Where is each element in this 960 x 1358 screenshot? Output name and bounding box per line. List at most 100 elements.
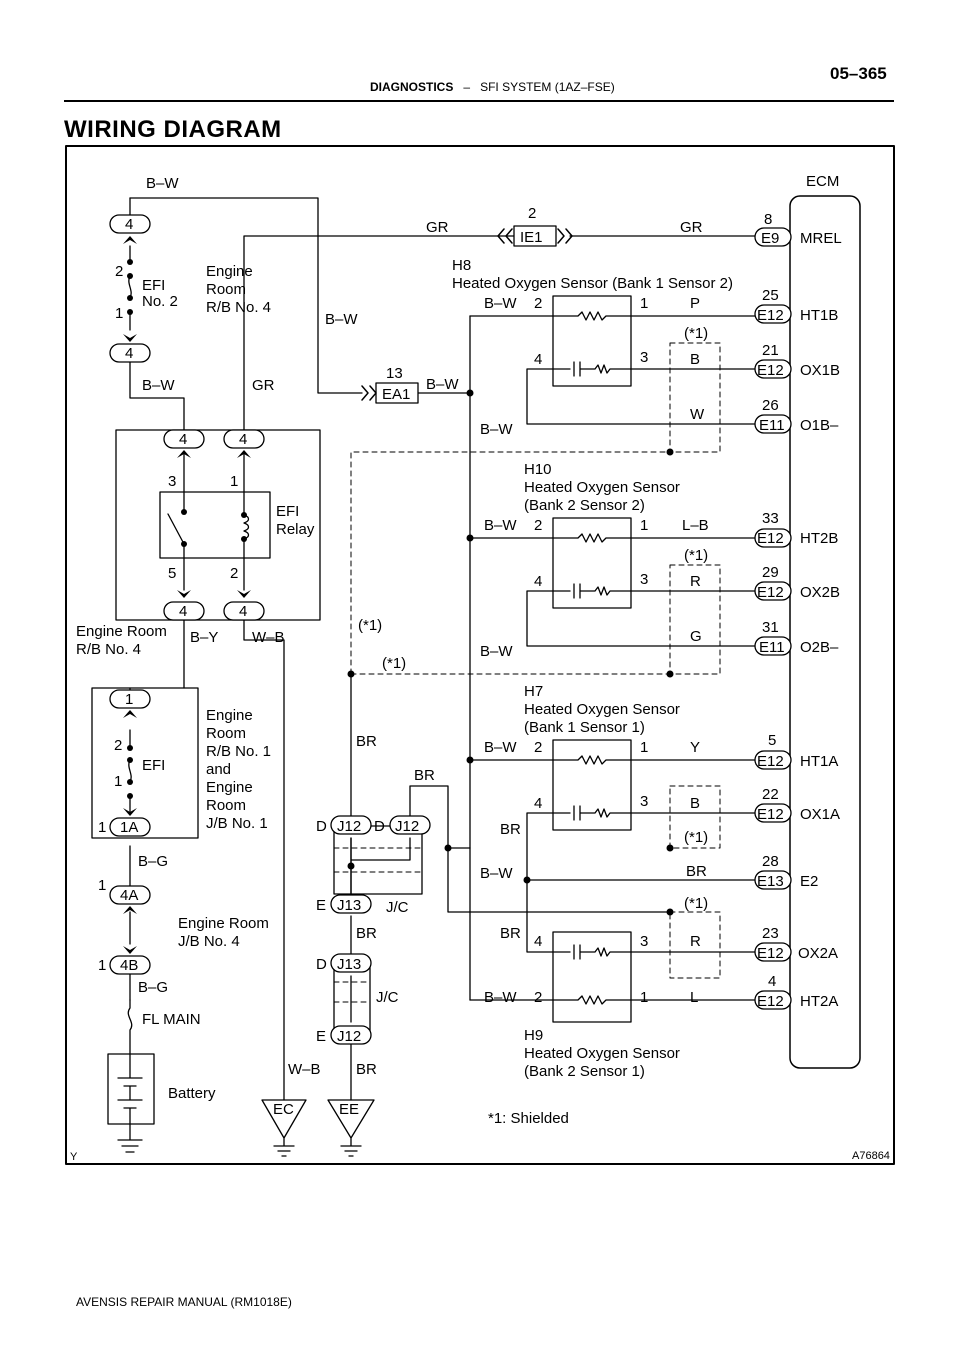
j13-label: J13 — [337, 897, 361, 914]
wire-label: B–W — [484, 295, 517, 312]
pin-d: D — [374, 818, 385, 835]
wire-label: B–W — [426, 376, 459, 393]
wire-label: BR — [356, 1061, 377, 1078]
ecm-pin: 33 — [762, 510, 779, 527]
wire-label: P — [690, 295, 700, 312]
pin-label: 1 — [640, 295, 648, 312]
ecm-connector: E12 — [757, 993, 784, 1010]
wire-label: B–G — [138, 853, 168, 870]
ecm-terminal-name: OX2A — [798, 945, 838, 962]
pin-d: D — [316, 818, 327, 835]
ecm-terminal-name: HT2A — [800, 993, 838, 1010]
wire-label: B–W — [146, 175, 179, 192]
ecm-box — [789, 195, 861, 1069]
ecm-terminal-name: E2 — [800, 873, 818, 890]
ecm-pin: 29 — [762, 564, 779, 581]
ecm-pin: 4 — [768, 973, 776, 990]
shielded-markers: (*1) (*1) (*1) (*1) (*1) (*1) *1: Shield… — [358, 325, 708, 1127]
ecm-connector: E12 — [757, 753, 784, 770]
h9-title1: Heated Oxygen Sensor — [524, 1045, 680, 1062]
pin-label: 2 — [534, 739, 542, 756]
wire-label: BR — [356, 925, 377, 942]
shielded-mark: (*1) — [684, 829, 708, 846]
cap-label: 4 — [239, 603, 247, 620]
rb4-label: Room — [206, 281, 246, 298]
jb4-label: J/B No. 4 — [178, 933, 240, 950]
shielded-mark: (*1) — [684, 895, 708, 912]
ecm-connector: E13 — [757, 873, 784, 890]
jb4-label: Engine Room — [178, 915, 269, 932]
wire-label: BR — [356, 733, 377, 750]
rb1-label: Room — [206, 725, 246, 742]
ecm-terminal-name: O2B– — [800, 639, 839, 656]
pin-label: 2 — [114, 737, 122, 754]
cap-label: 4 — [179, 431, 187, 448]
wire-label: GR — [680, 219, 703, 236]
wire-label: GR — [426, 219, 449, 236]
h8-code: H8 — [452, 257, 471, 274]
h8-title: Heated Oxygen Sensor (Bank 1 Sensor 2) — [452, 275, 733, 292]
pin-d: D — [316, 956, 327, 973]
h9-code: H9 — [524, 1027, 543, 1044]
wire-label: B–W — [480, 643, 513, 660]
header-section-name: DIAGNOSTICS — [370, 80, 454, 94]
wire-label: B — [690, 351, 700, 368]
pin-label: 4 — [534, 573, 542, 590]
pin-label: 1 — [114, 773, 122, 790]
shielded-mark: (*1) — [358, 617, 382, 634]
ecm-connector: E11 — [759, 417, 785, 434]
connector-arrows — [123, 228, 573, 954]
wire-label: B–W — [480, 865, 513, 882]
pin-label: 1 — [98, 957, 106, 974]
wire-label: GR — [252, 377, 275, 394]
jc-label: J/C — [386, 899, 409, 916]
ecm-connector: E12 — [757, 307, 784, 324]
ea1-pin: 13 — [386, 365, 403, 382]
pin-label: 2 — [115, 263, 123, 280]
h10-title1: Heated Oxygen Sensor — [524, 479, 680, 496]
connector-codes: 2 IE1 13 EA1 4 4 4 4 4 4 1 1A 4A 4B 1 1 … — [98, 205, 543, 1118]
wire-label: W–B — [288, 1061, 321, 1078]
pin-label: 2 — [534, 989, 542, 1006]
pin-label: 3 — [168, 473, 176, 490]
rb1-label: and — [206, 761, 231, 778]
wire-label: W–B — [252, 629, 285, 646]
header-rule — [64, 100, 894, 102]
h7-title1: Heated Oxygen Sensor — [524, 701, 680, 718]
ecm-pin: 31 — [762, 619, 779, 636]
wire-label: Y — [690, 739, 700, 756]
j12-label: J12 — [337, 818, 361, 835]
page-footer: AVENSIS REPAIR MANUAL (RM1018E) — [76, 1295, 292, 1309]
figure-id: A76864 — [852, 1150, 890, 1162]
wire-label: G — [690, 628, 702, 645]
ecm-connector: E11 — [759, 639, 785, 656]
ecm-terminal-name: HT1B — [800, 307, 838, 324]
rb1-label: R/B No. 1 — [206, 743, 271, 760]
cap-label: 4 — [179, 603, 187, 620]
component-labels: EFI No. 2 Engine Room R/B No. 4 EFI Rela… — [76, 263, 315, 1102]
ecm-pin: 22 — [762, 786, 779, 803]
fl-main-label: FL MAIN — [142, 1011, 201, 1028]
cap-label: 4A — [120, 887, 138, 904]
header-dash: – — [463, 80, 471, 94]
shielded-lines — [333, 342, 721, 1003]
ee-label: EE — [339, 1101, 359, 1118]
pin-e: E — [316, 1028, 326, 1045]
wire-label: B–W — [484, 739, 517, 756]
pin-label: 3 — [640, 571, 648, 588]
h7-title2: (Bank 1 Sensor 1) — [524, 719, 645, 736]
page-title: WIRING DIAGRAM — [64, 116, 282, 143]
ecm-connector: E12 — [757, 362, 784, 379]
page-header: DIAGNOSTICS – SFI SYSTEM (1AZ–FSE) 05–36… — [0, 0, 960, 110]
ecm-label: ECM — [806, 173, 839, 190]
wire-label: R — [690, 573, 701, 590]
wire-label: R — [690, 933, 701, 950]
pin-label: 1 — [640, 989, 648, 1006]
connector-capsules — [109, 214, 792, 1045]
ecm-terminal-name: O1B– — [800, 417, 839, 434]
h9-title2: (Bank 2 Sensor 1) — [524, 1063, 645, 1080]
ecm-terminal-name: HT2B — [800, 530, 838, 547]
sensor-labels: H8 Heated Oxygen Sensor (Bank 1 Sensor 2… — [452, 257, 733, 1080]
rb4b-label: R/B No. 4 — [76, 641, 141, 658]
